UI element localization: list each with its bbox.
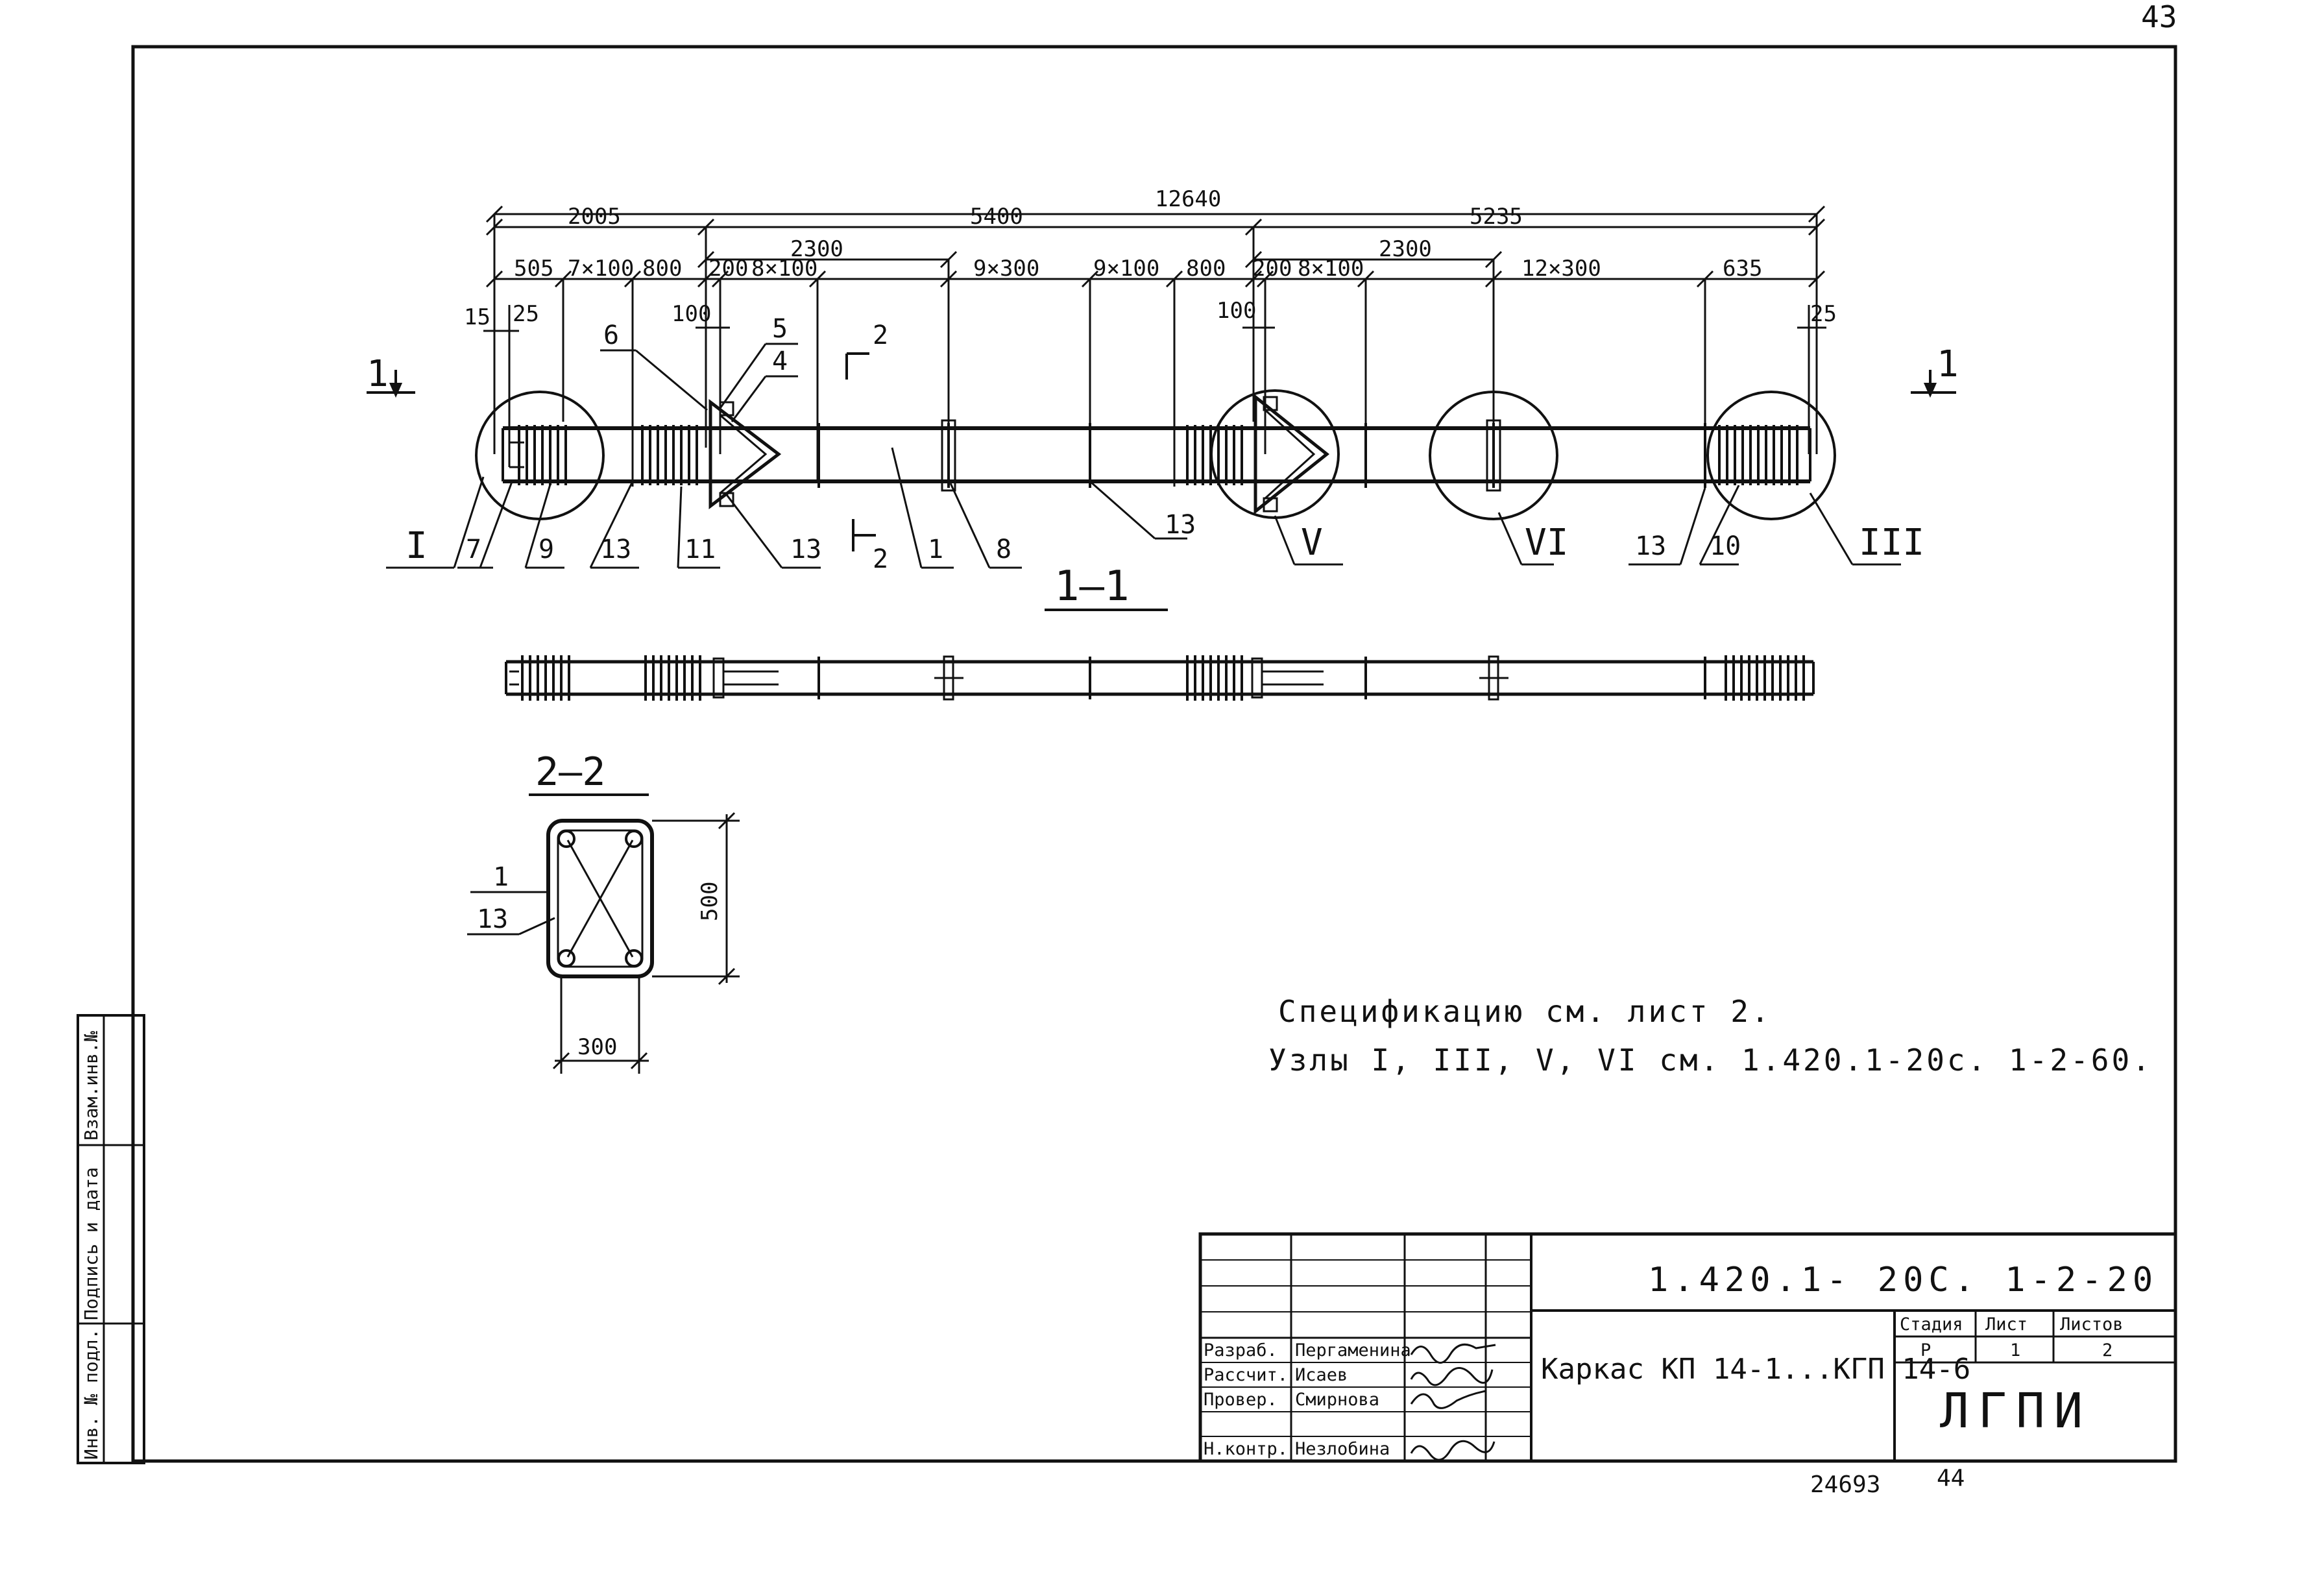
cut-2-bottom: 2: [873, 544, 888, 574]
callout-9: 9: [539, 535, 554, 564]
dim-100-b: 100: [1217, 298, 1256, 324]
bottom-number-right: 44: [1937, 1465, 1965, 1492]
dim-12x300: 12×300: [1521, 256, 1601, 282]
section-dim-height: 500: [697, 882, 723, 921]
stamp-role-checker: Провер.: [1204, 1390, 1278, 1410]
callout-node-V: V: [1301, 522, 1323, 564]
callout-11: 11: [684, 535, 716, 564]
stamp-role-calculator: Рассчит.: [1204, 1365, 1288, 1385]
stamp-name-calculator: Исаев: [1295, 1365, 1348, 1385]
callout-7: 7: [466, 535, 481, 564]
side-stamp: Инв. № подл. Подпись и дата Взам.инв.№: [77, 1014, 145, 1464]
node-circle-III: [1706, 391, 1836, 520]
cut-2-top: 2: [873, 320, 888, 350]
callout-4: 4: [772, 346, 788, 376]
page-number: 43: [2141, 0, 2177, 34]
callout-13-a: 13: [600, 535, 631, 564]
stamp-role-normcontrol: Н.контр.: [1204, 1439, 1288, 1459]
dimension-chain: [483, 205, 1826, 487]
node-circle-I: [475, 391, 605, 520]
stamp-name-normcontrol: Незлобина: [1295, 1439, 1390, 1459]
callout-node-I: I: [406, 525, 428, 567]
node-circle-VI: [1429, 391, 1558, 520]
organization: ЛГПИ: [1940, 1383, 2092, 1439]
stamp-sheet-header: Лист: [1985, 1314, 2028, 1335]
dim-100-a: 100: [672, 301, 711, 327]
dim-8x100-b: 8×100: [1298, 256, 1364, 282]
callout-13-b: 13: [790, 535, 821, 564]
section-dim-width: 300: [577, 1034, 617, 1060]
note-nodes: Узлы I, III, V, VI см. 1.420.1-20с. 1-2-…: [1268, 1043, 2153, 1078]
callout-13-c: 13: [1165, 510, 1196, 540]
frame-elevation: [475, 389, 1836, 520]
callout-13-d: 13: [1635, 531, 1666, 561]
drawing-title: Каркас КП 14-1...КГП 14-6: [1541, 1353, 1970, 1386]
dim-15: 15: [464, 304, 490, 330]
callout-leaders: [386, 343, 1901, 569]
dim-200-b: 200: [1252, 256, 1292, 282]
side-stamp-signature: Подпись и дата: [80, 1167, 102, 1320]
stamp-sheets-header: Листов: [2060, 1314, 2124, 1335]
callout-6: 6: [603, 320, 619, 350]
callout-node-III: III: [1859, 522, 1924, 564]
callout-labels: I 7 9 13 11 13 1 8 13 V VI 13 10 III 6 5…: [406, 314, 1924, 567]
stamp-stage: Р: [1920, 1340, 1931, 1360]
dim-5235: 5235: [1470, 204, 1523, 230]
callout-8: 8: [996, 535, 1011, 564]
stamp-stage-header: Стадия: [1900, 1314, 1963, 1335]
callout-10: 10: [1710, 531, 1741, 561]
title-block: [1198, 1232, 2177, 1463]
note-specification: Спецификацию см. лист 2.: [1278, 994, 1772, 1029]
section-callout-13: 13: [477, 904, 508, 934]
section-marker-1-1: [367, 370, 1956, 398]
dim-2300-b: 2300: [1379, 236, 1432, 262]
dim-800-b: 800: [1186, 256, 1226, 282]
bottom-number-left: 24693: [1810, 1471, 1880, 1498]
stamp-role-developer: Разраб.: [1204, 1340, 1278, 1360]
stamp-sheets: 2: [2102, 1340, 2113, 1360]
cut-1-right: 1: [1937, 343, 1959, 385]
dim-200-a: 200: [708, 256, 748, 282]
view-title-1-1: 1—1: [1054, 562, 1130, 611]
sheet-code: 1.420.1- 20С. 1-2-20: [1648, 1261, 2158, 1300]
callout-node-VI: VI: [1525, 522, 1568, 564]
dim-5400: 5400: [970, 204, 1023, 230]
dim-800-a: 800: [642, 256, 682, 282]
section-marker-2-2: [845, 352, 876, 551]
stamp-name-developer: Пергаменина: [1295, 1340, 1411, 1360]
dim-9x300: 9×300: [973, 256, 1039, 282]
drawing-frame: [131, 45, 2177, 1463]
dim-25-right: 25: [1810, 301, 1837, 327]
dim-25-left: 25: [513, 301, 539, 327]
side-stamp-vzam: Взам.инв.№: [80, 1031, 102, 1141]
dim-2300-a: 2300: [790, 236, 843, 262]
dim-7x100: 7×100: [568, 256, 634, 282]
dim-505: 505: [514, 256, 553, 282]
dimension-texts: 12640 2005 5400 5235 2300 2300 505 7×100…: [464, 186, 1837, 330]
section-callout-1: 1: [493, 862, 509, 892]
dim-2005: 2005: [568, 204, 621, 230]
dim-635: 635: [1723, 256, 1762, 282]
callout-1: 1: [928, 535, 943, 564]
stamp-sheet: 1: [2010, 1340, 2020, 1360]
dim-total: 12640: [1155, 186, 1221, 212]
view-title-2-2: 2—2: [535, 749, 605, 795]
cut-1-left: 1: [367, 353, 389, 395]
stamp-name-checker: Смирнова: [1295, 1390, 1379, 1410]
callout-5: 5: [772, 314, 788, 344]
frame-plan: [505, 655, 1815, 701]
cross-section: [467, 812, 740, 1074]
side-stamp-inv-podl: Инв. № подл.: [80, 1329, 102, 1460]
signatures: [1410, 1343, 1496, 1461]
dim-9x100: 9×100: [1093, 256, 1159, 282]
dim-8x100-a: 8×100: [751, 256, 817, 282]
